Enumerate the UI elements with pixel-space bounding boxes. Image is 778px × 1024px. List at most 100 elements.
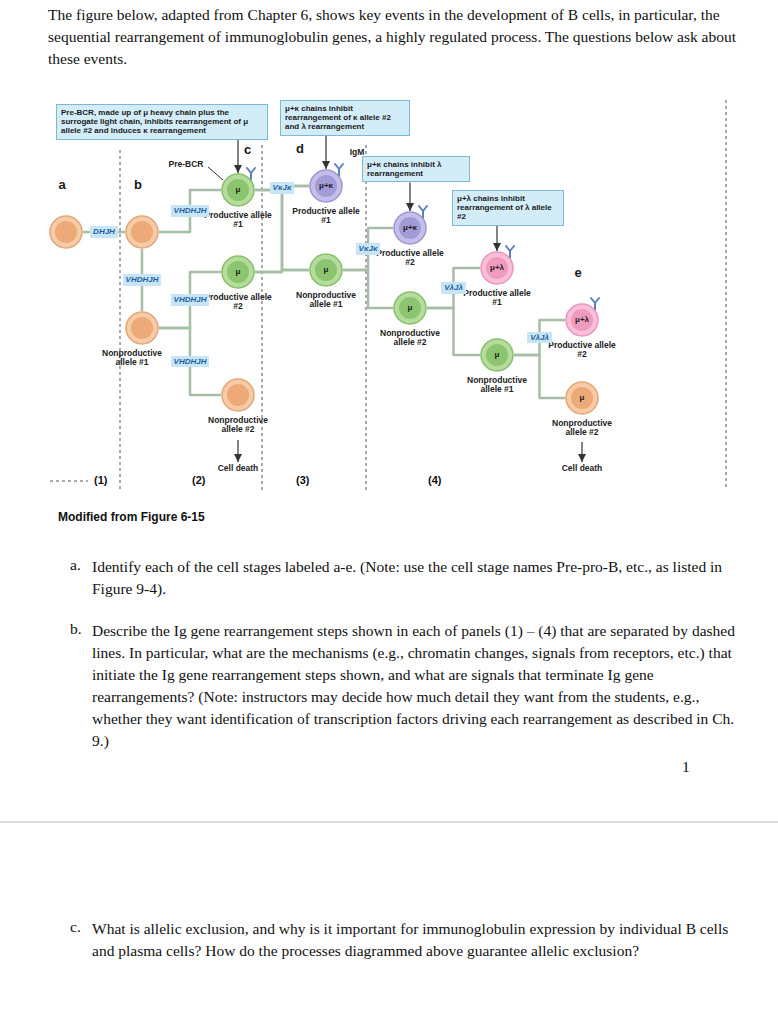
chain-label: μ — [221, 255, 255, 289]
cell: μ+κProductive allele #2 — [393, 211, 427, 245]
allele-label: Productive allele #2 — [544, 341, 620, 360]
leader-line — [208, 167, 223, 180]
cell-shape — [125, 311, 159, 345]
cell: μNonproductive allele #1 — [309, 253, 343, 287]
cell-body — [126, 216, 158, 248]
cell-body — [50, 216, 82, 248]
cell-shape — [221, 378, 255, 412]
figure-caption: Modified from Figure 6-15 — [58, 510, 205, 524]
cell-body — [481, 339, 513, 371]
page-break-line — [0, 821, 778, 823]
chain-label: μ — [480, 338, 514, 372]
cell: μ+λProductive allele #1 — [480, 251, 514, 285]
text-label: c — [244, 142, 251, 157]
cell-body — [222, 174, 254, 206]
cell-shape — [49, 215, 83, 249]
cell-body — [126, 312, 158, 344]
dashed-divider — [726, 100, 727, 490]
cell-body — [394, 292, 426, 324]
callout-box: μ+κ chains inhibit λ rearrangement — [362, 156, 470, 182]
chain-label: μ+λ — [480, 251, 514, 285]
death-arrow — [581, 442, 582, 462]
death-arrow — [237, 440, 238, 462]
cell: Nonproductive allele #2 — [221, 378, 255, 412]
cell: Nonproductive allele #1 — [125, 311, 159, 345]
callout-box: Pre-BCR, made up of μ heavy chain plus t… — [56, 104, 268, 140]
text-paragraph: Identify each of the cell stages labeled… — [92, 556, 742, 600]
dashed-divider — [50, 481, 88, 482]
cell-nucleus — [131, 221, 153, 243]
text-label: IgM — [344, 148, 370, 157]
callout-box: μ+λ chains inhibit rearrangement of λ al… — [452, 190, 564, 226]
chain-label: μ — [221, 173, 255, 207]
rearrangement-tag: VHDHJH — [171, 205, 210, 217]
callout-text: μ+κ chains inhibit λ rearrangement — [367, 160, 465, 178]
rearrangement-tag: VHDHJH — [171, 294, 210, 306]
cell: eμ+λProductive allele #2 — [565, 303, 599, 337]
cell: μNonproductive allele #2 — [565, 381, 599, 415]
rearrangement-tag: VκJκ — [356, 243, 381, 255]
cell: b — [125, 215, 159, 249]
allele-label: Nonproductive allele #1 — [459, 376, 535, 395]
cell-body — [566, 382, 598, 414]
allele-label: Nonproductive allele #1 — [288, 291, 364, 310]
chain-label: μ — [309, 253, 343, 287]
cell-body — [222, 379, 254, 411]
lineage-connector — [159, 328, 221, 395]
text-label: 1 — [682, 758, 690, 776]
lineage-connector — [255, 270, 309, 272]
cell: μProductive allele #2 — [221, 255, 255, 289]
cell-body — [394, 212, 426, 244]
text-label: a. — [70, 556, 81, 574]
allele-label: Productive allele #2 — [200, 293, 276, 312]
allele-label: Productive allele #1 — [459, 289, 535, 308]
stage-letter: a — [55, 177, 69, 192]
allele-label: Productive allele #2 — [372, 249, 448, 268]
signal-arrow — [409, 182, 410, 211]
cell-nucleus — [55, 221, 77, 243]
dashed-divider — [120, 150, 121, 490]
text-label: Pre-BCR — [164, 160, 208, 169]
cell: a — [49, 215, 83, 249]
signal-arrow — [496, 226, 497, 251]
chain-label: μ — [565, 381, 599, 415]
signal-arrow — [325, 136, 326, 169]
callout-text: μ+κ chains inhibit rearrangement of κ al… — [285, 104, 405, 132]
chain-label: μ+λ — [565, 303, 599, 337]
callout-text: Pre-BCR, made up of μ heavy chain plus t… — [61, 108, 263, 136]
dashed-divider — [262, 145, 263, 490]
text-paragraph: The figure below, adapted from Chapter 6… — [48, 4, 748, 70]
rearrangement-tag: VλJλ — [527, 332, 552, 344]
connectors — [83, 136, 565, 398]
chain-label: μ — [393, 291, 427, 325]
text-label: b. — [70, 620, 82, 638]
callout-text: μ+λ chains inhibit rearrangement of λ al… — [457, 194, 559, 222]
cell: μProductive allele #1 — [221, 173, 255, 207]
rearrangement-tag: VHDHJH — [171, 356, 210, 368]
chain-label: μ+κ — [393, 211, 427, 245]
receptors — [247, 164, 599, 310]
cell-shape — [125, 215, 159, 249]
text-label: (3) — [296, 474, 309, 486]
cell-body — [310, 170, 342, 202]
text-paragraph: What is allelic exclusion, and why is it… — [92, 918, 742, 962]
rearrangement-tag: VκJκ — [270, 182, 295, 194]
allele-label: Nonproductive allele #2 — [200, 416, 276, 435]
cell-nucleus — [131, 317, 153, 339]
cell: μNonproductive allele #1 — [480, 338, 514, 372]
stage-letter: e — [571, 265, 585, 280]
callout-box: μ+κ chains inhibit rearrangement of κ al… — [280, 100, 410, 136]
text-paragraph: Describe the Ig gene rearrangement steps… — [92, 620, 742, 752]
cell-body — [566, 304, 598, 336]
text-label: c. — [70, 918, 81, 936]
panel-dividers — [50, 100, 726, 490]
lineage-connector — [343, 270, 393, 308]
text-label: (4) — [428, 474, 441, 486]
cell: μNonproductive allele #2 — [393, 291, 427, 325]
allele-label: Productive allele #1 — [200, 211, 276, 230]
allele-label: Productive allele #1 — [288, 207, 364, 226]
lineage-connector — [427, 268, 480, 308]
rearrangement-tag: VHDHJH — [123, 274, 162, 286]
text-label: Cell death — [212, 464, 264, 473]
